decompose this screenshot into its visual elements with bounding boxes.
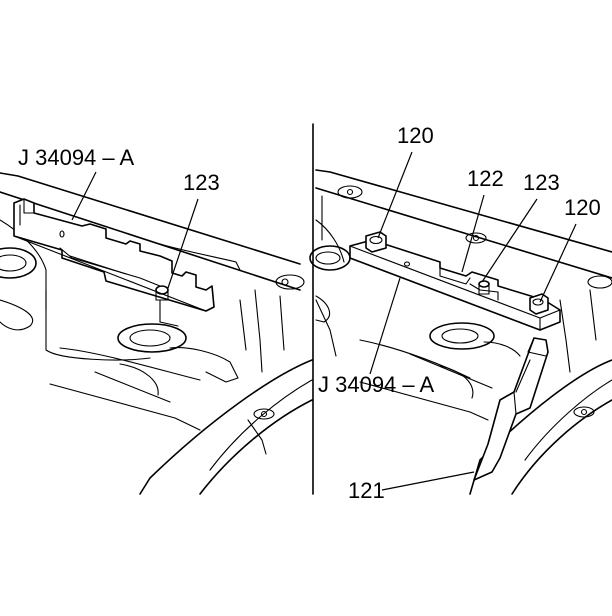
- right-121-leader: [381, 471, 475, 491]
- right-callouts: 120 122 123 120 J 34094 – A 121: [318, 123, 601, 503]
- right-tool-j34094a: [349, 231, 561, 331]
- left-tool-leader: [71, 171, 97, 221]
- left-housing: [0, 172, 313, 495]
- right-123-leader: [481, 198, 538, 283]
- right-tool-label: J 34094 – A: [318, 372, 435, 397]
- left-tool-j34094a: [13, 198, 215, 312]
- left-callouts: J 34094 – A 123: [18, 145, 220, 289]
- right-panel: 120 122 123 120 J 34094 – A 121: [309, 123, 612, 503]
- right-callout-120-top: 120: [397, 123, 434, 148]
- right-122-leader: [461, 194, 485, 273]
- right-callout-123: 123: [523, 170, 560, 195]
- right-callout-120-right: 120: [564, 195, 601, 220]
- left-panel: J 34094 – A 123: [0, 145, 313, 495]
- part-121: [473, 337, 549, 481]
- right-120-right-leader: [539, 223, 577, 303]
- left-123-leader: [167, 198, 199, 289]
- right-120-top-leader: [377, 151, 413, 239]
- left-tool-label: J 34094 – A: [18, 145, 135, 170]
- right-callout-121: 121: [348, 478, 385, 503]
- right-callout-122: 122: [467, 166, 504, 191]
- left-callout-123: 123: [183, 170, 220, 195]
- right-tool-leader: [369, 277, 401, 375]
